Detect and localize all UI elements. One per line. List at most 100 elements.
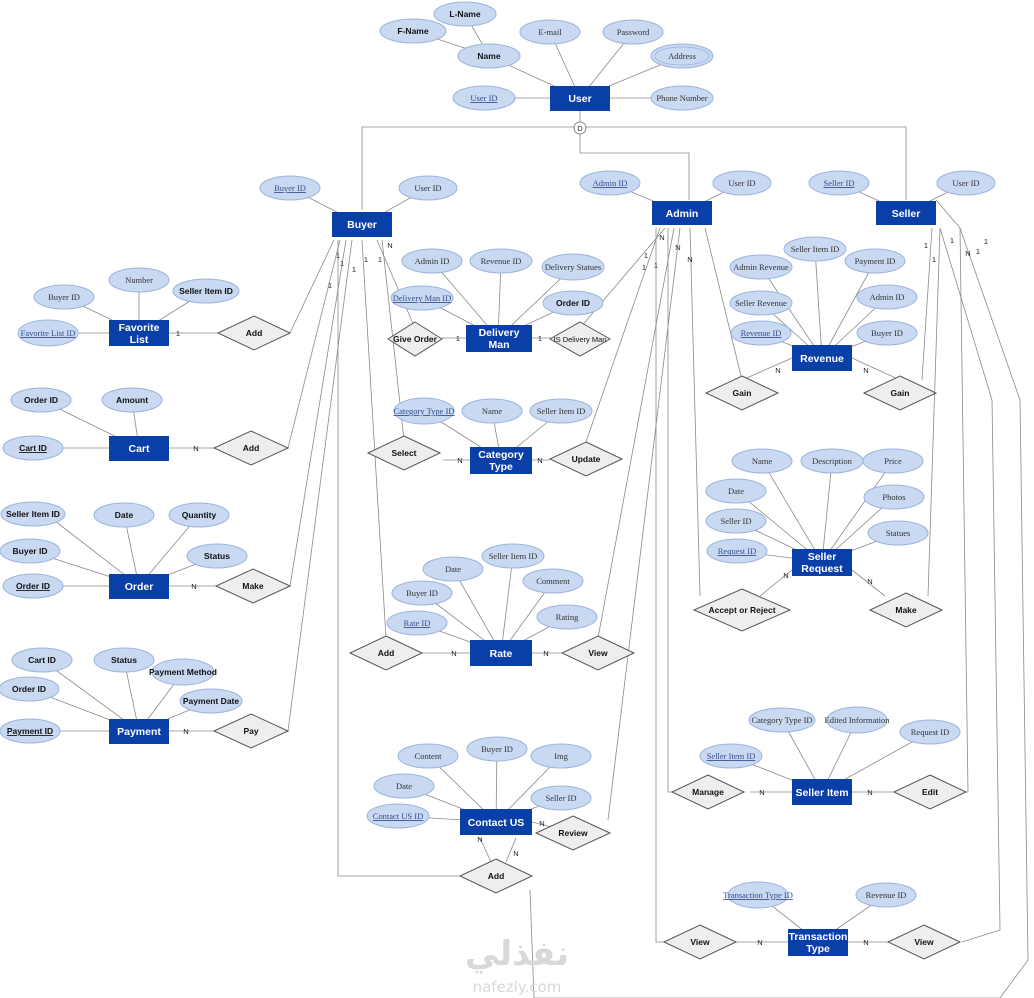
attr-fav-seller-item-id: Seller Item ID [172,278,240,304]
rel-select: Select [366,435,442,471]
attr-user-email: E-mail [519,19,581,45]
attr-ct-name: Name [461,398,523,424]
watermark-site: nafezly.com [473,978,562,996]
svg-text:Buyer ID: Buyer ID [481,744,513,754]
svg-text:Payment: Payment [117,726,161,738]
attr-fav-id: Favorite List ID [17,319,79,347]
svg-text:Category Type ID: Category Type ID [393,406,454,416]
svg-text:Seller Item ID: Seller Item ID [791,244,840,254]
attr-rev-admin-revenue: Admin Revenue [729,254,793,280]
entity-seller-item: Seller Item [792,779,852,805]
svg-text:F-Name: F-Name [397,26,428,36]
attr-user-id: User ID [452,85,516,111]
attr-rate-buyer-id: Buyer ID [391,580,453,606]
attr-cart-order-id: Order ID [10,387,72,413]
svg-text:Select: Select [391,448,416,458]
entity-order: Order [109,574,169,599]
svg-text:Make: Make [895,605,917,615]
svg-text:N: N [863,366,868,375]
attr-user-phone: Phone Number [650,85,714,111]
svg-text:User ID: User ID [728,178,755,188]
attr-cart-id: Cart ID [2,435,64,461]
svg-text:Seller ID: Seller ID [546,793,577,803]
attr-contact-buyer-id: Buyer ID [466,736,528,762]
attr-buyer-user-id: User ID [398,175,458,201]
svg-text:Order ID: Order ID [12,684,46,694]
entity-contact-us: Contact US [460,809,532,835]
svg-text:N: N [451,649,456,658]
svg-text:Transaction: Transaction [789,931,848,943]
svg-text:N: N [457,456,462,465]
attr-si-category-type-id: Category Type ID [748,707,816,733]
rel-edit: Edit [892,774,968,810]
svg-text:Comment: Comment [536,576,570,586]
svg-text:Add: Add [488,871,505,881]
attr-contact-date: Date [373,773,435,799]
attr-dm-order-id: Order ID [542,290,604,316]
attr-rate-date: Date [422,556,484,582]
attr-si-edited-info: Edited Information [825,706,890,734]
svg-text:N: N [675,243,680,252]
svg-text:Quantity: Quantity [182,510,217,520]
svg-text:Admin ID: Admin ID [415,256,450,266]
svg-text:Category: Category [478,449,524,461]
entity-admin: Admin [652,201,712,225]
attr-ct-id: Category Type ID [393,397,455,425]
svg-text:Contact US: Contact US [468,817,525,829]
rel-make-order: Make [214,568,292,604]
svg-text:1: 1 [364,255,368,264]
svg-text:Seller Item ID: Seller Item ID [6,509,60,519]
rel-gain-seller: Gain [862,375,938,411]
svg-text:Phone Number: Phone Number [656,93,707,103]
svg-text:1: 1 [456,334,460,343]
svg-text:Buyer ID: Buyer ID [274,183,306,193]
attr-user-fname: F-Name [379,18,447,44]
attr-rev-seller-revenue: Seller Revenue [729,290,793,316]
svg-text:1: 1 [176,329,180,338]
svg-text:N: N [539,819,544,828]
svg-text:Buyer ID: Buyer ID [406,588,438,598]
svg-text:Revenue: Revenue [800,353,844,365]
svg-text:Contact US ID: Contact US ID [373,811,424,821]
entity-payment: Payment [109,719,169,744]
svg-text:1: 1 [984,237,988,246]
rel-update: Update [548,441,624,477]
svg-text:Favorite List ID: Favorite List ID [21,328,76,338]
attr-admin-id: Admin ID [579,170,641,196]
svg-text:Seller ID: Seller ID [721,516,752,526]
cardinality-labels: D 1 N N N 1 1 N N N N N N N N N N N N N … [176,121,988,947]
attr-sr-name: Name [731,448,793,474]
entity-rate: Rate [470,640,532,666]
attr-sr-date: Date [705,478,767,504]
svg-text:1: 1 [352,265,356,274]
svg-text:Payment ID: Payment ID [855,256,896,266]
svg-text:1: 1 [328,281,332,290]
svg-text:N: N [513,849,518,858]
attr-order-date: Date [93,502,155,528]
attr-seller-user-id: User ID [936,170,996,196]
svg-text:Date: Date [728,486,744,496]
svg-text:Rating: Rating [556,612,579,622]
svg-text:N: N [543,649,548,658]
svg-text:N: N [191,582,196,591]
rel-add-favorite: Add [216,315,292,351]
svg-text:Seller Item ID: Seller Item ID [537,406,586,416]
svg-text:Review: Review [558,828,588,838]
svg-text:E-mail: E-mail [538,27,562,37]
attr-rev-buyer-id: Buyer ID [856,320,918,346]
svg-text:Buyer ID: Buyer ID [13,546,48,556]
svg-text:Status: Status [204,551,230,561]
attr-payment-date: Payment Date [179,688,243,714]
watermark: نفذلي nafezly.com [465,934,569,996]
svg-text:N: N [775,366,780,375]
rel-view-rate: View [560,635,636,671]
attr-ct-seller-item-id: Seller Item ID [529,398,593,424]
attr-tt-id: Transaction Type ID [723,881,793,909]
svg-text:N: N [867,788,872,797]
svg-text:Accept or Reject: Accept or Reject [708,605,775,615]
svg-text:Give Order: Give Order [393,334,438,344]
svg-text:Date: Date [445,564,461,574]
svg-text:Revenue ID: Revenue ID [866,890,907,900]
attr-contact-seller-id: Seller ID [530,785,592,811]
